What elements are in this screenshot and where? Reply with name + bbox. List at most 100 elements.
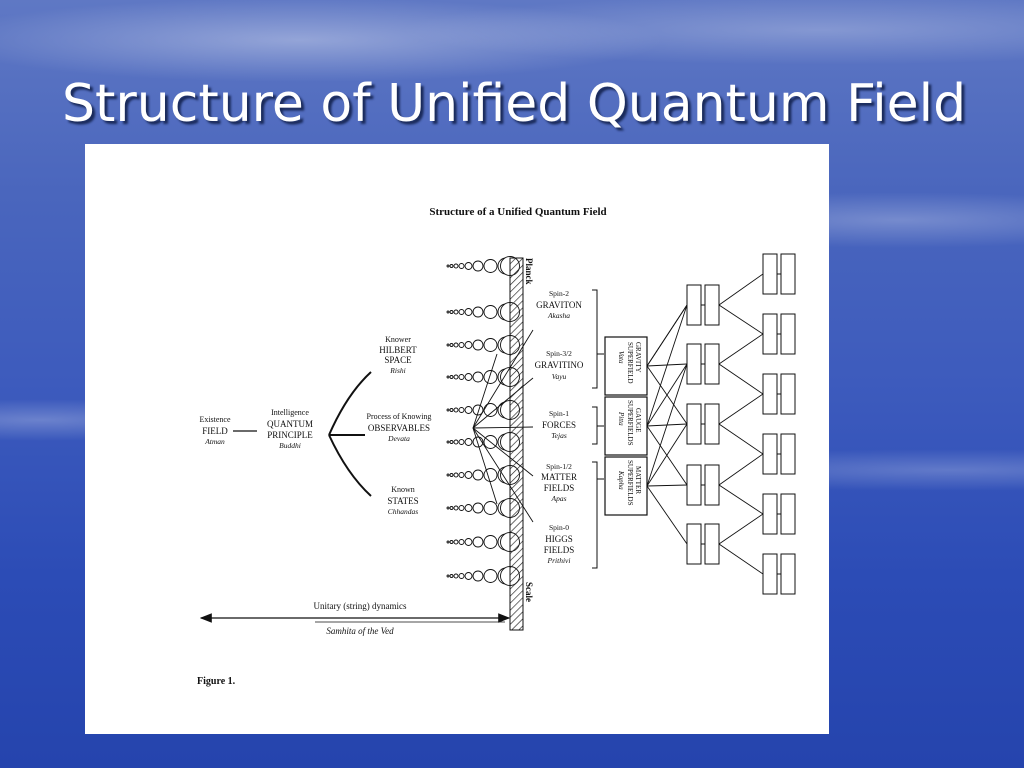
tree-edge [718,304,764,335]
double-box [762,553,796,595]
string-mode-row [446,400,520,420]
existence-main: FIELD [202,426,228,436]
string-mode-circle [464,262,473,270]
double-box [686,403,720,445]
string-mode-circle [472,306,484,318]
matter-sub: Apas [551,494,567,503]
string-mode-circle [483,259,498,273]
superfield-gauge: GAUGE SUPERFIELDS Pitta [604,396,648,456]
string-mode-circle [449,574,454,578]
existence-top: Existence [199,415,231,424]
string-mode-circle [458,263,465,269]
particle-higgs: Spin-0 HIGGS FIELDS Prithivi [544,523,575,565]
gravitino-sub: Vayu [552,372,567,381]
intelligence-top: Intelligence [271,408,309,417]
string-mode-circle [472,536,484,548]
string-mode-circle [472,570,484,582]
string-mode-circle [449,343,454,347]
tree-box [762,313,778,355]
matter-spin: Spin-1/2 [546,462,572,471]
planck-wall [509,257,524,631]
string-mode-circle [453,539,459,545]
tree-edge [718,484,764,515]
tree-edge [718,333,764,365]
higgs-name2: FIELDS [544,545,575,555]
string-mode-circle [453,374,459,380]
string-mode-circle [458,374,465,380]
double-box [762,433,796,475]
string-mode-circle [464,341,473,349]
forces-name: FORCES [542,420,576,430]
tree-box [762,433,778,475]
string-mode-row [446,256,520,276]
string-mode-circle [472,339,484,351]
matter-sf-line1: MATTER [634,466,642,494]
tree-box [780,433,796,475]
string-mode-circle [458,573,465,579]
figure-panel: Structure of a Unified Quantum Field Exi… [85,144,829,734]
string-mode-circle [458,439,465,445]
knower-main1: HILBERT [379,345,417,355]
matter-name2: FIELDS [544,483,575,493]
tree-box [780,493,796,535]
tree-edge [718,513,764,545]
double-box [686,464,720,506]
string-mode-circle [464,438,473,446]
string-mode-circle [449,473,454,477]
string-mode-circle [446,310,450,314]
knowing-main: OBSERVABLES [368,423,430,433]
knower-top: Knower [385,335,411,344]
string-mode-circle [446,506,450,510]
graviton-sub: Akasha [547,311,570,320]
intelligence-main2: PRINCIPLE [267,430,313,440]
trinity-fork [328,371,372,497]
string-mode-circle [472,260,484,272]
string-mode-circle [458,309,465,315]
knower-main2: SPACE [384,355,412,365]
dynamics-arrow: Unitary (string) dynamics Samhita of the… [199,601,511,636]
string-mode-circle [449,408,454,412]
string-mode-row [446,335,520,355]
knower-sub: Rishi [389,366,405,375]
string-mode-circle [446,473,450,477]
slide-title: Structure of Unified Quantum Field [62,74,967,134]
string-mode-circle [446,375,450,379]
knowing-node: Process of Knowing OBSERVABLES Devata [367,412,432,443]
string-mode-circle [472,469,484,481]
tree-box [686,464,702,506]
tree-box [762,493,778,535]
higgs-spin: Spin-0 [549,523,569,532]
double-box [762,253,796,295]
tree-box [780,313,796,355]
known-node: Known STATES Chhandas [387,485,418,516]
string-mode-circle [483,305,498,319]
matter-sf-sub: Kapha [617,470,625,490]
superfield-tree [646,253,796,595]
tree-edge [646,304,688,427]
tree-box [686,343,702,385]
tree-box [780,253,796,295]
string-mode-circle [458,342,465,348]
known-main: STATES [387,496,418,506]
string-mode-circle [483,501,498,515]
string-mode-circle [446,440,450,444]
string-mode-circle [464,538,473,546]
intelligence-main1: QUANTUM [267,419,313,429]
forces-spin: Spin-1 [549,409,569,418]
gravity-sub: Vata [617,351,625,364]
string-mode-circle [449,375,454,379]
double-box [762,493,796,535]
intelligence-node: Intelligence QUANTUM PRINCIPLE Buddhi [267,408,313,450]
string-mode-row [446,566,520,586]
string-mode-circle [449,540,454,544]
string-mode-circle [464,373,473,381]
string-mode-chains [446,256,520,586]
string-mode-circle [453,309,459,315]
double-box [762,313,796,355]
tree-edge [646,304,688,367]
gravitino-name: GRAVITINO [535,360,584,370]
gravity-line2: SUPERFIELD [626,342,634,384]
string-mode-row [446,498,520,518]
string-mode-circle [472,404,484,416]
forces-sub: Tejas [551,431,567,440]
